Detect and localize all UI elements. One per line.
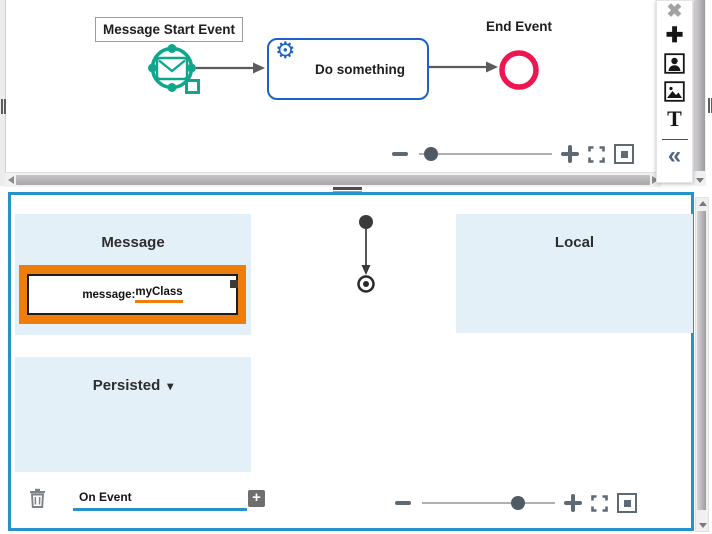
panel-zoom-slider-knob[interactable] (510, 496, 525, 510)
horizontal-scroll-thumb[interactable] (16, 175, 650, 185)
zoom-slider-knob[interactable] (423, 147, 438, 161)
panel-vertical-scrollbar[interactable] (695, 197, 709, 532)
variable-association-arrow[interactable] (343, 205, 389, 315)
panel-scroll-down-icon[interactable] (699, 523, 707, 528)
right-splitter-grip-icon[interactable] (708, 98, 712, 113)
message-section-title: Message (101, 234, 165, 251)
local-variables-section[interactable]: Local (456, 214, 693, 333)
envelope-icon (155, 56, 189, 81)
connector-handle[interactable] (230, 280, 238, 288)
panel-zoom-in-button[interactable] (564, 494, 582, 512)
persisted-variables-section[interactable]: Persisted ▾ (15, 357, 251, 472)
collapse-panel-icon[interactable]: « (667, 142, 682, 169)
delete-icon[interactable] (29, 488, 46, 508)
canvas-zoom-controls (392, 144, 634, 164)
add-node-icon[interactable]: ✚ (665, 23, 684, 47)
zoom-slider[interactable] (419, 144, 552, 164)
task-label: Do something (315, 61, 405, 77)
scroll-right-icon[interactable] (652, 176, 658, 184)
zoom-out-button[interactable] (392, 152, 408, 156)
task-node[interactable]: ⚙ Do something (267, 38, 429, 100)
variable-prefix: message: (82, 288, 136, 301)
sequence-flow-2[interactable] (429, 61, 498, 73)
panel-zoom-out-button[interactable] (395, 501, 411, 505)
start-event-label[interactable]: Message Start Event (95, 17, 243, 42)
panel-vertical-scroll-thumb[interactable] (697, 211, 706, 510)
on-event-input[interactable] (73, 487, 247, 511)
text-tool-icon[interactable]: T (667, 106, 682, 131)
selected-message-variable[interactable]: message: myClass (19, 265, 246, 324)
canvas-vertical-scrollbar[interactable] (693, 0, 706, 186)
end-event-node[interactable] (499, 50, 539, 90)
add-variable-button[interactable]: + (248, 490, 265, 507)
local-section-title: Local (554, 234, 595, 251)
message-variable-box[interactable]: message: myClass (27, 274, 238, 315)
process-data-panel: Message Local Persisted ▾ message: myCla… (8, 192, 694, 531)
panel-scroll-up-icon[interactable] (699, 201, 707, 206)
message-start-event-node[interactable] (148, 44, 200, 94)
panel-zoom-slider[interactable] (422, 493, 555, 513)
zoom-in-button[interactable] (561, 145, 579, 163)
portrait-image-icon[interactable] (657, 49, 692, 77)
picture-icon[interactable] (657, 77, 692, 105)
gear-icon: ⚙ (275, 37, 296, 63)
vertical-scroll-thumb[interactable] (694, 0, 705, 171)
toolbar-divider (661, 139, 688, 140)
scroll-down-icon[interactable] (696, 178, 704, 183)
zoom-slider-track[interactable] (419, 153, 552, 155)
scroll-left-icon[interactable] (8, 176, 14, 184)
diagram-canvas[interactable] (0, 0, 712, 186)
close-icon[interactable]: ✖ (666, 0, 683, 22)
chevron-down-icon[interactable]: ▾ (167, 378, 174, 393)
sequence-flow-1[interactable] (196, 62, 265, 74)
end-event-label[interactable]: End Event (485, 19, 552, 34)
left-splitter-bar[interactable] (0, 0, 6, 186)
variable-name[interactable]: myClass (135, 286, 183, 303)
panel-fullscreen-icon[interactable] (591, 494, 608, 512)
panel-fit-to-screen-icon[interactable] (617, 493, 637, 513)
panel-zoom-slider-track[interactable] (422, 502, 555, 504)
side-toolbar: ✖ ✚ T « (656, 0, 693, 183)
canvas-horizontal-scrollbar[interactable] (5, 172, 661, 187)
selection-handles[interactable] (148, 44, 200, 94)
left-splitter-grip-icon[interactable] (0, 99, 6, 114)
fullscreen-icon[interactable] (588, 145, 605, 163)
panel-zoom-controls (395, 493, 637, 513)
persisted-section-title: Persisted (92, 377, 161, 394)
fit-to-screen-icon[interactable] (614, 144, 634, 164)
